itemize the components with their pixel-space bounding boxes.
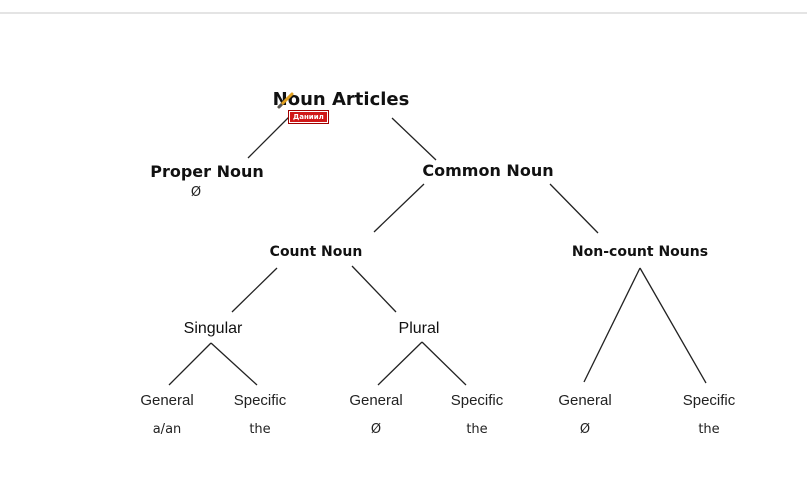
edge-common-count	[373, 183, 425, 233]
edge-plural-specific	[421, 341, 467, 386]
node-singular: Singular	[183, 320, 243, 337]
pencil-icon	[276, 90, 296, 115]
article-proper: Ø	[190, 185, 202, 200]
edge-common-noncount	[549, 183, 599, 234]
edge-plural-general	[377, 341, 423, 386]
edge-root-proper	[247, 115, 291, 159]
article-noncount-general: Ø	[579, 422, 591, 437]
node-plural: Plural	[398, 320, 440, 337]
edge-singular-general	[168, 342, 212, 386]
top-divider	[0, 12, 807, 14]
edge-count-plural	[351, 265, 397, 313]
leaf-singular-specific: Specific	[233, 392, 287, 409]
article-singular-general: a/an	[152, 422, 182, 437]
node-proper-noun: Proper Noun	[150, 162, 264, 181]
article-noncount-specific: the	[698, 422, 720, 437]
signature-stamp: Даниил	[288, 110, 329, 124]
leaf-noncount-specific: Specific	[682, 392, 736, 409]
node-common-noun: Common Noun	[422, 161, 554, 180]
edge-noncount-specific	[639, 267, 707, 384]
leaf-noncount-general: General	[558, 392, 612, 409]
edge-root-common	[391, 117, 437, 161]
node-count-noun: Count Noun	[269, 244, 363, 260]
article-singular-specific: the	[249, 422, 271, 437]
article-plural-general: Ø	[370, 422, 382, 437]
diagram-title: Noun Articles	[272, 89, 410, 110]
edge-noncount-general	[583, 267, 641, 383]
edge-singular-specific	[210, 342, 258, 386]
leaf-plural-general: General	[349, 392, 403, 409]
leaf-plural-specific: Specific	[450, 392, 504, 409]
leaf-singular-general: General	[140, 392, 194, 409]
edge-count-singular	[231, 267, 278, 313]
node-noncount-nouns: Non-count Nouns	[571, 244, 709, 260]
article-plural-specific: the	[466, 422, 488, 437]
